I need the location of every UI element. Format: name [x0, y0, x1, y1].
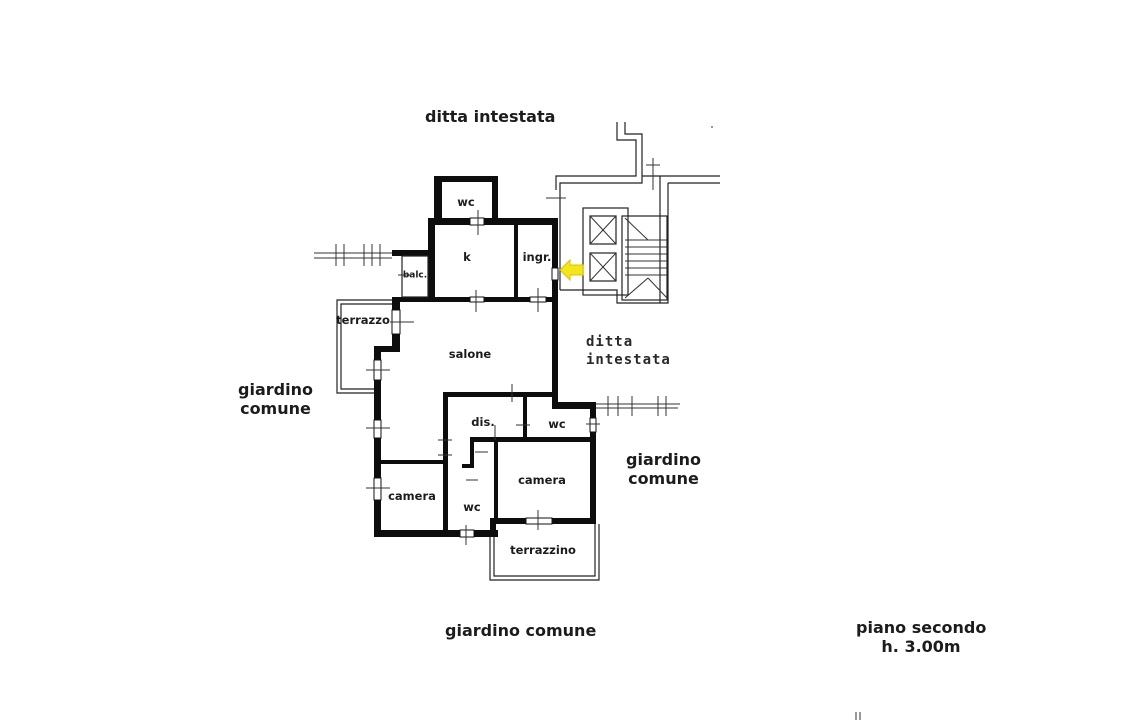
- openings: [366, 210, 600, 545]
- room-label-wc-bottom: wc: [463, 500, 481, 515]
- balconies: [314, 244, 680, 581]
- room-label-wc-right: wc: [548, 417, 566, 432]
- walls: [374, 176, 596, 537]
- left-garden-label-line1: giardino: [238, 380, 313, 399]
- right-garden-label-line2: comune: [628, 469, 699, 489]
- entrance-arrow-icon: [559, 258, 584, 282]
- right-garden-label: giardino comune: [626, 450, 701, 488]
- left-garden-label: giardino comune: [238, 380, 313, 418]
- right-neighbor-label-line1: ditta: [586, 334, 634, 350]
- left-garden-label-line2: comune: [240, 399, 311, 419]
- room-label-small-terrace: terrazzino: [510, 543, 576, 558]
- bottom-garden-label: giardino comune: [445, 621, 597, 640]
- room-label-entrance: ingr.: [522, 250, 552, 265]
- room-label-living: salone: [448, 347, 492, 362]
- room-label-kitchen: k: [463, 250, 471, 265]
- room-label-bedroom-left: camera: [388, 489, 436, 504]
- room-label-balcony: balc.: [402, 270, 428, 281]
- stairwell-block: [546, 122, 720, 304]
- top-neighbor-label: ditta intestata: [425, 107, 556, 126]
- room-label-hallway: dis.: [471, 415, 495, 430]
- floor-level-label: piano secondo: [856, 618, 987, 637]
- ceiling-height-label: h. 3.00m: [881, 637, 961, 657]
- right-neighbor-label-line2: intestata: [586, 351, 671, 368]
- right-garden-label-line1: giardino: [626, 450, 701, 469]
- room-label-wc-top: wc: [457, 195, 475, 210]
- floor-info: piano secondo h. 3.00m: [856, 618, 986, 656]
- room-label-bedroom-right: camera: [518, 473, 566, 488]
- room-label-terrace: terrazzo: [336, 313, 390, 328]
- right-neighbor-label: ditta intestata: [586, 334, 671, 369]
